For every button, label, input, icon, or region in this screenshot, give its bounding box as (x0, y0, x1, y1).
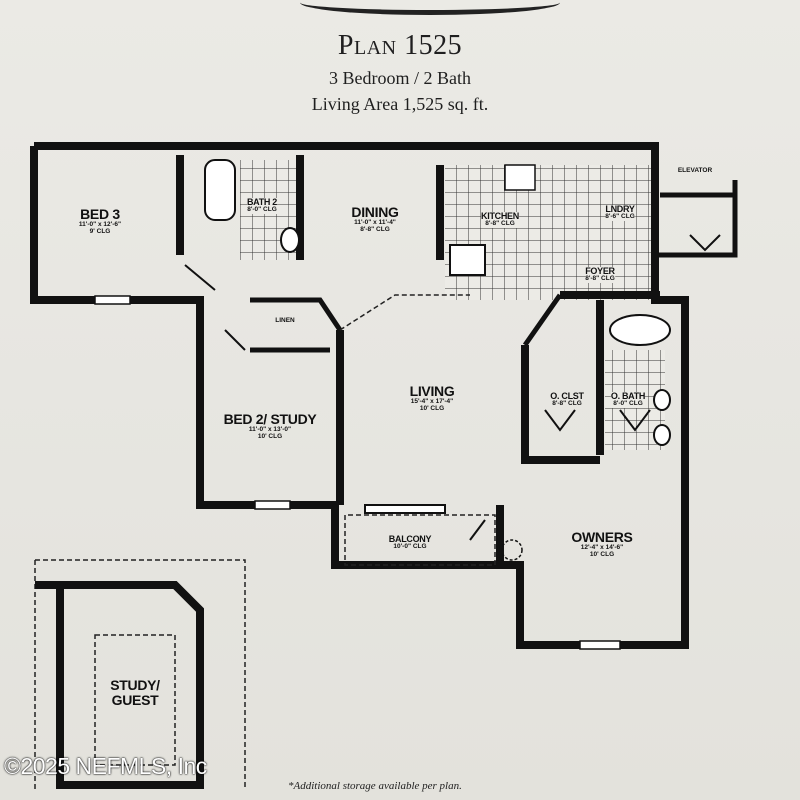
room-bed2-study: BED 2/ STUDY 11'-0" x 13'-0" 10' CLG (223, 411, 317, 440)
room-linen: LINEN (275, 317, 295, 324)
storage-note: *Additional storage available per plan. (288, 780, 462, 792)
room-dining: DINING 11'-0" x 11'-4" 8'-8" CLG (351, 204, 399, 233)
room-owners-bath: O. BATH 8'-0" CLG (610, 391, 646, 409)
logo-swoosh (300, 0, 560, 15)
copyright-watermark: ©2025 NEFMLS, Inc (4, 753, 207, 779)
room-living: LIVING 15'-4" x 17'-4" 10' CLG (409, 383, 455, 412)
elevator-label: ELEVATOR (677, 167, 713, 174)
room-laundry: LNDRY 8'-6" CLG (605, 204, 635, 222)
plan-title: Plan 1525 (337, 30, 463, 61)
room-owners-closet: O. CLST 8'-8" CLG (550, 391, 584, 408)
room-bath2: BATH 2 8'-0" CLG (246, 197, 278, 215)
room-study-guest: STUDY/ GUEST (110, 677, 160, 708)
beds-baths: 3 Bedroom / 2 Bath (329, 68, 471, 88)
living-area: Living Area 1,525 sq. ft. (311, 94, 489, 114)
room-balcony: BALCONY 10'-0" CLG (388, 534, 432, 551)
room-bed3: BED 3 11'-0" x 12'-6" 9' CLG (78, 206, 122, 235)
room-foyer: FOYER 8'-8" CLG (585, 266, 615, 284)
room-kitchen: KITCHEN 8'-8" CLG (481, 211, 519, 229)
room-owners: OWNERS 12'-4" x 14'-6" 10' CLG (571, 529, 633, 558)
